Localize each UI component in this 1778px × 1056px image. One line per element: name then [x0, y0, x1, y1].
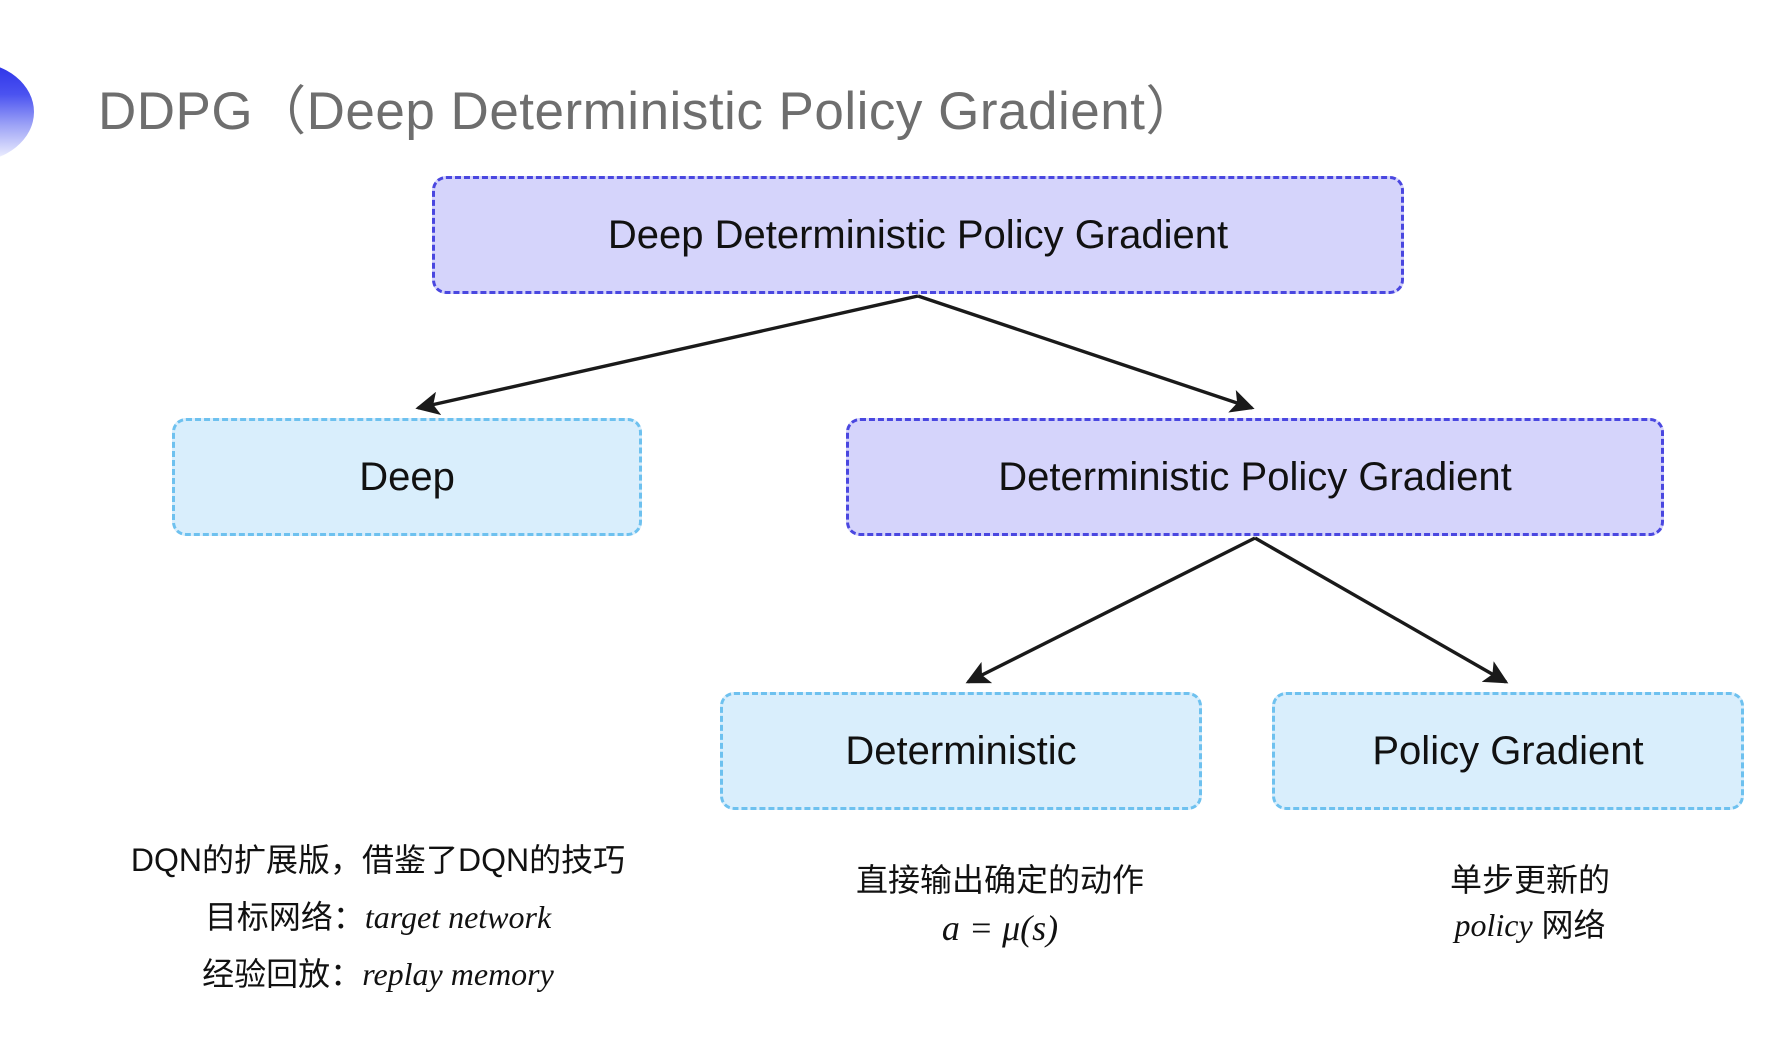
node-policy-gradient[interactable]: Policy Gradient [1272, 692, 1744, 810]
arrow-dpg-to-deterministic [965, 536, 1256, 684]
node-label: Deep [359, 454, 455, 499]
caption-line: 目标网络：target network [88, 889, 668, 946]
node-label: Deep Deterministic Policy Gradient [607, 212, 1229, 257]
caption-suffix: 网络 [1532, 907, 1606, 944]
node-deterministic[interactable]: Deterministic [720, 692, 1202, 810]
slide-title-row: DDPG（Deep Deterministic Policy Gradient） [0, 62, 1400, 162]
page-title: DDPG（Deep Deterministic Policy Gradient） [98, 82, 1199, 141]
caption-emphasis: policy [1454, 907, 1533, 944]
caption-emphasis: target network [364, 898, 552, 935]
caption-prefix: 经验回放： [202, 955, 363, 992]
caption-line: DQN的扩展版，借鉴了DQN的技巧 [130, 842, 626, 878]
title-accent-shape [0, 62, 34, 162]
caption-deep: DQN的扩展版，借鉴了DQN的技巧 目标网络：target network 经验… [88, 832, 668, 1003]
caption-line: policy 网络 [1330, 903, 1730, 948]
node-deterministic-policy-gradient[interactable]: Deterministic Policy Gradient [846, 418, 1664, 536]
caption-formula: a = μ(s) [941, 908, 1059, 949]
caption-prefix: 目标网络： [204, 898, 365, 935]
caption-policy-gradient: 单步更新的 policy 网络 [1330, 858, 1730, 949]
caption-emphasis: replay memory [362, 955, 554, 992]
arrow-root-to-deep [415, 294, 919, 416]
arrow-dpg-to-policy-gradient [1254, 536, 1509, 684]
node-deep-deterministic-policy-gradient[interactable]: Deep Deterministic Policy Gradient [432, 176, 1404, 294]
arrow-root-to-dpg [917, 294, 1255, 413]
node-label: Deterministic [845, 728, 1077, 773]
node-deep[interactable]: Deep [172, 418, 642, 536]
caption-deterministic: 直接输出确定的动作 a = μ(s) [790, 858, 1210, 955]
caption-line: 单步更新的 [1449, 862, 1610, 898]
caption-line: 经验回放：replay memory [88, 946, 668, 1003]
caption-line: 直接输出确定的动作 [855, 862, 1144, 898]
node-label: Policy Gradient [1372, 728, 1644, 773]
node-label: Deterministic Policy Gradient [998, 454, 1512, 499]
